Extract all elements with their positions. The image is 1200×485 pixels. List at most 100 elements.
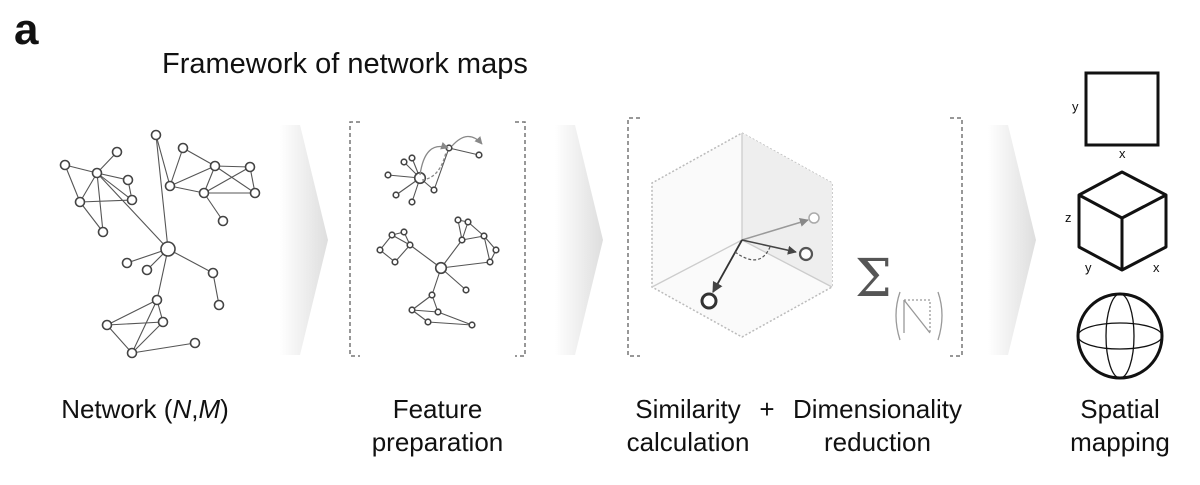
- graph-node: [164, 180, 176, 192]
- graph-node: [121, 257, 133, 269]
- graph-node: [207, 267, 219, 279]
- graph-edge: [169, 147, 184, 187]
- graph-edge: [411, 294, 433, 311]
- graph-edge: [203, 166, 251, 194]
- graph-edge: [64, 164, 81, 203]
- graph-edge: [182, 147, 216, 167]
- graph-node: [392, 191, 400, 199]
- network-graph: [59, 129, 261, 359]
- sigma-symbol: Σ: [855, 249, 892, 309]
- graph-edge: [106, 324, 133, 354]
- graph-edge: [440, 261, 491, 269]
- graph-node: [400, 158, 408, 166]
- graph-edge: [155, 134, 171, 187]
- graph-edge: [131, 299, 158, 354]
- graph-node: [384, 171, 392, 179]
- graph-edge: [448, 147, 480, 156]
- graph-node: [400, 228, 408, 236]
- square-y-label: y: [1072, 99, 1079, 114]
- graph-node: [492, 246, 500, 254]
- graph-edge: [79, 199, 133, 203]
- graph-edge: [64, 164, 98, 174]
- graph-node: [160, 241, 176, 257]
- graph-edge: [131, 321, 164, 354]
- graph-edge: [394, 244, 411, 263]
- graph-node: [424, 318, 432, 326]
- similarity-space: [651, 132, 833, 338]
- point-medium: [798, 246, 814, 262]
- square-2d-icon: [1084, 71, 1160, 147]
- graph-node: [189, 337, 201, 349]
- graph-node: [97, 226, 109, 238]
- cube-x-label: x: [1153, 260, 1160, 275]
- graph-node: [111, 146, 123, 158]
- graph-node: [376, 246, 384, 254]
- graph-node: [101, 319, 113, 331]
- graph-edge: [437, 311, 473, 326]
- graph-node: [74, 196, 86, 208]
- graph-edge: [106, 299, 158, 326]
- graph-node: [249, 187, 261, 199]
- graph-node: [458, 236, 466, 244]
- graph-node: [391, 258, 399, 266]
- panel-letter: a: [14, 5, 39, 54]
- graph-edge: [203, 192, 224, 222]
- graph-edge: [461, 235, 485, 241]
- step-arrow-3: [988, 125, 1036, 355]
- step-arrow-1: [280, 125, 328, 355]
- graph-node: [480, 232, 488, 240]
- graph-node: [177, 142, 189, 154]
- label-network: Network (N,M): [61, 394, 229, 424]
- graph-edge: [214, 165, 256, 194]
- graph-node: [217, 215, 229, 227]
- graph-node: [198, 187, 210, 199]
- step-arrow-2: [555, 125, 603, 355]
- graph-edge: [79, 201, 104, 233]
- graph-node: [59, 159, 71, 171]
- graph-node: [91, 167, 103, 179]
- graph-node: [150, 129, 162, 141]
- matrix-icon: [895, 291, 943, 341]
- graph-edge: [169, 165, 216, 187]
- graph-edge: [409, 244, 442, 269]
- cube-y-label: y: [1085, 260, 1092, 275]
- graph-node: [434, 261, 448, 275]
- point-light: [808, 212, 820, 224]
- graph-node: [468, 321, 476, 329]
- graph-edge: [214, 165, 251, 168]
- graph-edge: [96, 172, 169, 250]
- graph-edge: [212, 272, 220, 306]
- feature-bracket: [349, 121, 526, 357]
- graph-edge: [427, 321, 473, 326]
- graph-node: [408, 198, 416, 206]
- graph-node: [388, 231, 396, 239]
- graph-edge: [167, 248, 214, 274]
- graph-node: [434, 308, 442, 316]
- graph-node: [454, 216, 462, 224]
- graph-node: [475, 151, 483, 159]
- graph-node: [486, 258, 494, 266]
- square-x-label: x: [1119, 146, 1126, 161]
- graph-node: [157, 316, 169, 328]
- graph-edge: [156, 248, 169, 301]
- graph-node: [244, 161, 256, 173]
- graph-node: [141, 264, 153, 276]
- graph-edge: [169, 185, 205, 194]
- graph-node: [406, 241, 414, 249]
- graph-edge: [411, 309, 439, 313]
- sphere-icon: [1076, 292, 1164, 380]
- graph-node: [408, 154, 416, 162]
- graph-edge: [96, 172, 133, 201]
- graph-node: [151, 294, 163, 306]
- graph-node: [428, 291, 436, 299]
- graph-node: [213, 299, 225, 311]
- graph-node: [462, 286, 470, 294]
- graph-edge: [79, 172, 98, 203]
- graph-edge: [433, 147, 450, 191]
- point-dark: [700, 292, 718, 310]
